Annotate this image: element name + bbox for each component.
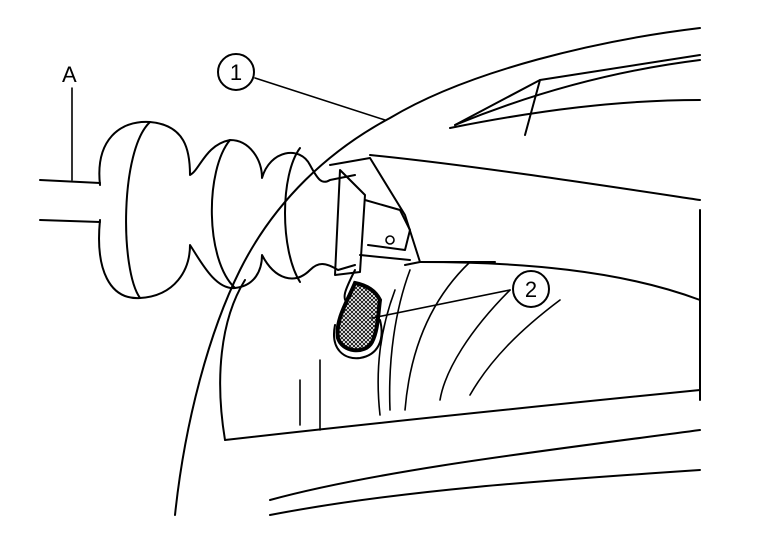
body-panel (174, 27, 701, 516)
leader-lines (71, 77, 511, 319)
wheel-arch-lines (299, 261, 561, 431)
callout-label-a: A (62, 62, 77, 87)
callout-1: 1 (217, 53, 255, 91)
callout-a: A (62, 62, 77, 87)
callout-2: 2 (512, 270, 550, 308)
callout-circle-2 (512, 270, 550, 308)
rubber-grommet (333, 280, 383, 360)
cable-boot (39, 120, 366, 300)
lever-bracket (329, 157, 421, 306)
callout-label-2: 2 (525, 277, 537, 302)
callout-circle-1 (217, 53, 255, 91)
callout-label-1: 1 (230, 60, 242, 85)
